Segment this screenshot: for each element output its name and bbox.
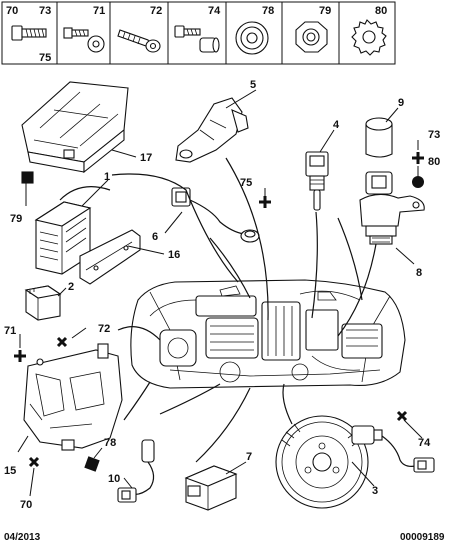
cell-label-79: 79 <box>319 5 331 17</box>
crank-sensor <box>351 425 435 473</box>
callout-3: 3 <box>372 485 378 497</box>
bracket-15 <box>23 343 123 451</box>
plus-marker-71 <box>14 350 26 362</box>
callout-4: 4 <box>333 119 340 131</box>
nut-icon <box>295 21 328 53</box>
toothed-washer-icon <box>351 19 387 56</box>
footer-date: 04/2013 <box>4 532 41 543</box>
square-marker-78 <box>84 456 100 472</box>
knock-sensor-6 <box>171 187 260 243</box>
cell-label-74: 74 <box>208 5 221 17</box>
callout-7: 7 <box>246 451 252 463</box>
cell-label-75: 75 <box>39 52 51 64</box>
callout-9: 9 <box>398 97 404 109</box>
callout-10: 10 <box>108 473 120 485</box>
callout-74: 74 <box>418 437 431 449</box>
callout-15: 15 <box>4 465 16 477</box>
plus-marker-73 <box>412 152 424 164</box>
flywheel-3 <box>275 415 369 509</box>
callout-73: 73 <box>428 129 440 141</box>
temperature-sensor-4 <box>305 151 329 211</box>
cell-label-80: 80 <box>375 5 387 17</box>
fastener-markers <box>14 152 424 472</box>
engine-bay-illustration <box>130 279 406 389</box>
cell-label-70: 70 <box>6 5 18 17</box>
wood-screw-icon <box>117 29 161 53</box>
callout-79: 79 <box>10 213 22 225</box>
cell-label-72: 72 <box>150 5 162 17</box>
module-7 <box>184 465 238 511</box>
cell-label-78: 78 <box>262 5 274 17</box>
sensor-10 <box>117 439 155 503</box>
callout-8: 8 <box>416 267 422 279</box>
callout-5: 5 <box>250 79 256 91</box>
callout-6: 6 <box>152 231 158 243</box>
collar-bolt-icon <box>174 25 220 53</box>
leader-lines <box>17 89 423 497</box>
speed-sensor-8 <box>359 171 425 245</box>
callout-72: 72 <box>98 323 110 335</box>
cross-marker-72 <box>56 336 68 348</box>
cross-marker-70 <box>28 456 40 468</box>
fastener-strip: 70 73 75 71 72 74 78 79 80 <box>1 1 396 65</box>
fusebox-cover-17 <box>21 81 129 174</box>
bracket-16 <box>79 229 141 285</box>
callout-16: 16 <box>168 249 180 261</box>
callout-78: 78 <box>104 437 116 449</box>
callout-2: 2 <box>68 281 74 293</box>
cross-marker-74 <box>396 410 408 422</box>
callout-80: 80 <box>428 156 440 168</box>
callout-17: 17 <box>140 152 152 164</box>
bolt-icon <box>11 25 47 41</box>
callout-71: 71 <box>4 325 16 337</box>
relay-2 <box>24 285 62 321</box>
cell-label-71: 71 <box>93 5 105 17</box>
sensor-5 <box>175 97 249 163</box>
washer-bolt-icon <box>63 27 105 53</box>
fastener-79-marker <box>21 171 34 184</box>
plus-marker-75 <box>259 196 271 208</box>
callout-1: 1 <box>104 171 110 183</box>
callout-75: 75 <box>240 177 252 189</box>
dot-marker-80 <box>412 176 424 188</box>
callout-labels: 17 1 16 2 79 5 4 9 6 75 73 80 8 71 72 15… <box>4 79 440 511</box>
callout-70: 70 <box>20 499 32 511</box>
cell-label-73: 73 <box>39 5 51 17</box>
ecu-1 <box>34 201 92 275</box>
grommet-icon <box>235 21 269 55</box>
footer-reference: 00009189 <box>400 532 445 543</box>
cap-9 <box>365 117 393 158</box>
